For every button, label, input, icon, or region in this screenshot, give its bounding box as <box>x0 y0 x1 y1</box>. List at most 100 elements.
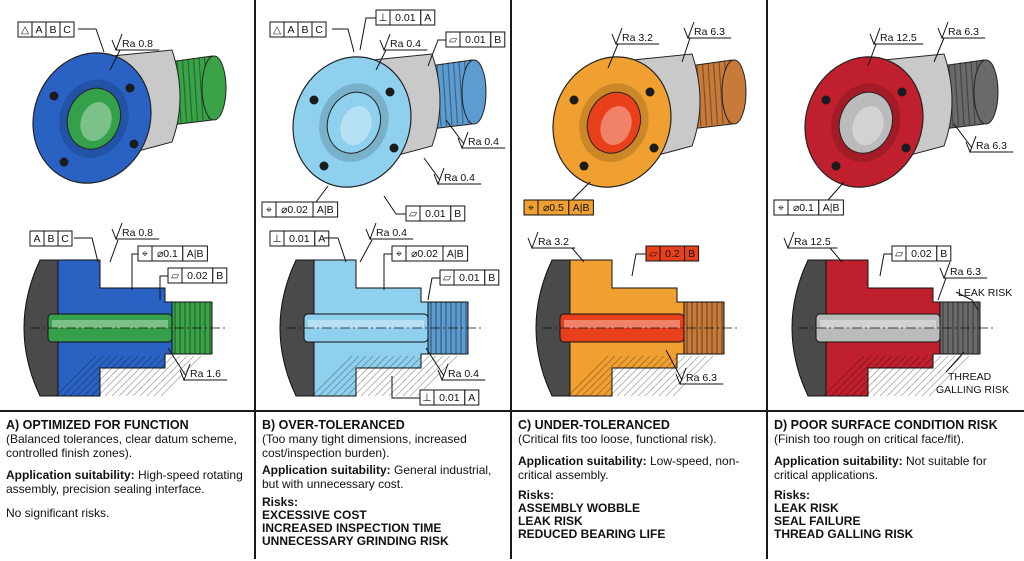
section-hatch <box>588 355 630 397</box>
frame-cell-text: ⌖ <box>142 248 148 260</box>
frame-cell-text: △ <box>21 24 30 36</box>
bore-highlight <box>600 106 632 146</box>
section-hatch <box>346 355 388 397</box>
surface-finish-symbol <box>965 135 977 154</box>
leader-line <box>423 157 441 181</box>
divider <box>766 0 768 559</box>
flange-edge-section <box>791 259 827 397</box>
leader-line <box>391 376 420 399</box>
section-hatch <box>630 355 672 397</box>
section-hatch <box>609 355 651 397</box>
thread-ridge <box>198 57 204 120</box>
section-hatch <box>153 355 195 397</box>
thread-ridge <box>953 63 960 126</box>
surface-finish-symbol <box>527 231 539 250</box>
panel-d-title: D) POOR SURFACE CONDITION RISK <box>774 418 998 432</box>
section-hatch <box>637 355 679 397</box>
leader-line <box>955 291 979 311</box>
section-hatch <box>318 355 360 397</box>
leader-line <box>879 253 892 277</box>
frame-cell-text: ⌖ <box>266 204 272 216</box>
panel-d-suitability: Application suitability: Not suitable fo… <box>774 454 987 482</box>
section-hatch <box>581 355 623 397</box>
flange-edge-section <box>23 259 59 397</box>
frame-cell-text: ⏥ <box>895 248 904 260</box>
ra-label: Ra 0.4 <box>444 172 475 184</box>
panel-c-subtitle: (Critical fits too loose, functional ris… <box>518 432 717 446</box>
frame-cell-text: ⌀0.02 <box>281 204 308 216</box>
section-hatch <box>644 355 686 397</box>
thread-ridge <box>718 61 724 124</box>
surface-finish-symbol <box>457 131 469 150</box>
surface-finish-symbol <box>869 27 881 46</box>
section-hatch <box>339 355 381 397</box>
section-hatch <box>139 355 181 397</box>
thread-ridge <box>701 63 708 126</box>
bolt-hole <box>125 83 135 93</box>
leader-line <box>315 185 329 203</box>
section-hatch <box>388 355 430 397</box>
frame-cell <box>450 205 466 222</box>
frame-cell-text: B <box>47 233 54 245</box>
section-hatch <box>160 355 202 397</box>
section-hatch <box>62 355 104 397</box>
section-hatch <box>69 355 111 397</box>
leader-line <box>867 43 877 67</box>
surface-finish-symbol <box>379 33 391 52</box>
section-hatch <box>367 355 409 397</box>
section-hatch <box>865 355 907 397</box>
section-hatch <box>616 355 658 397</box>
ra-label: Ra 12.5 <box>880 32 917 44</box>
panel-a-description: A) OPTIMIZED FOR FUNCTION (Balanced tole… <box>0 410 254 561</box>
bolt-hole <box>821 95 831 105</box>
frame-cell-text: B <box>301 24 308 36</box>
frame-cell-text: B <box>49 24 56 36</box>
section-hatch <box>132 355 174 397</box>
leader-line <box>109 49 121 71</box>
section-hatch <box>416 355 458 397</box>
bolt-hole <box>319 161 329 171</box>
surface-finish-symbol <box>365 222 377 241</box>
ra-label: Ra 6.3 <box>948 26 979 38</box>
frame-cell-text: ⊥ <box>422 392 431 404</box>
thread-ridge <box>970 61 976 124</box>
frame-cell-text: B <box>216 270 223 282</box>
leader-line <box>665 349 683 381</box>
frame-cell-text: C <box>61 233 69 245</box>
surface-finish-symbol <box>111 33 123 52</box>
thread-ridge <box>964 61 971 125</box>
frame-cell-text: B <box>488 272 495 284</box>
frame-cell-text: 0.02 <box>187 270 208 282</box>
bolt-hole <box>569 95 579 105</box>
frame-cell-text: A <box>468 392 475 404</box>
ra-label: Ra 0.4 <box>448 368 479 380</box>
section-hatch <box>381 355 423 397</box>
section-hatch <box>602 355 644 397</box>
thread-end <box>201 55 227 121</box>
section-hatch <box>665 355 707 397</box>
frame-cell-text: 0.01 <box>459 272 480 284</box>
section-hatch <box>125 355 167 397</box>
ra-label: Ra 0.4 <box>376 227 407 239</box>
frame-cell <box>312 201 339 218</box>
section-hatch <box>146 355 188 397</box>
frame-cell-text: 0.01 <box>439 392 460 404</box>
section-hatch <box>914 355 956 397</box>
leader-line <box>427 39 446 67</box>
section-hatch <box>595 355 637 397</box>
thread-end <box>721 59 747 125</box>
frame-cell <box>212 267 228 284</box>
bolt-hole <box>901 143 911 153</box>
leader-line <box>953 123 973 149</box>
panel-d-risk-item: LEAK RISK <box>774 501 839 515</box>
divider <box>254 0 256 559</box>
